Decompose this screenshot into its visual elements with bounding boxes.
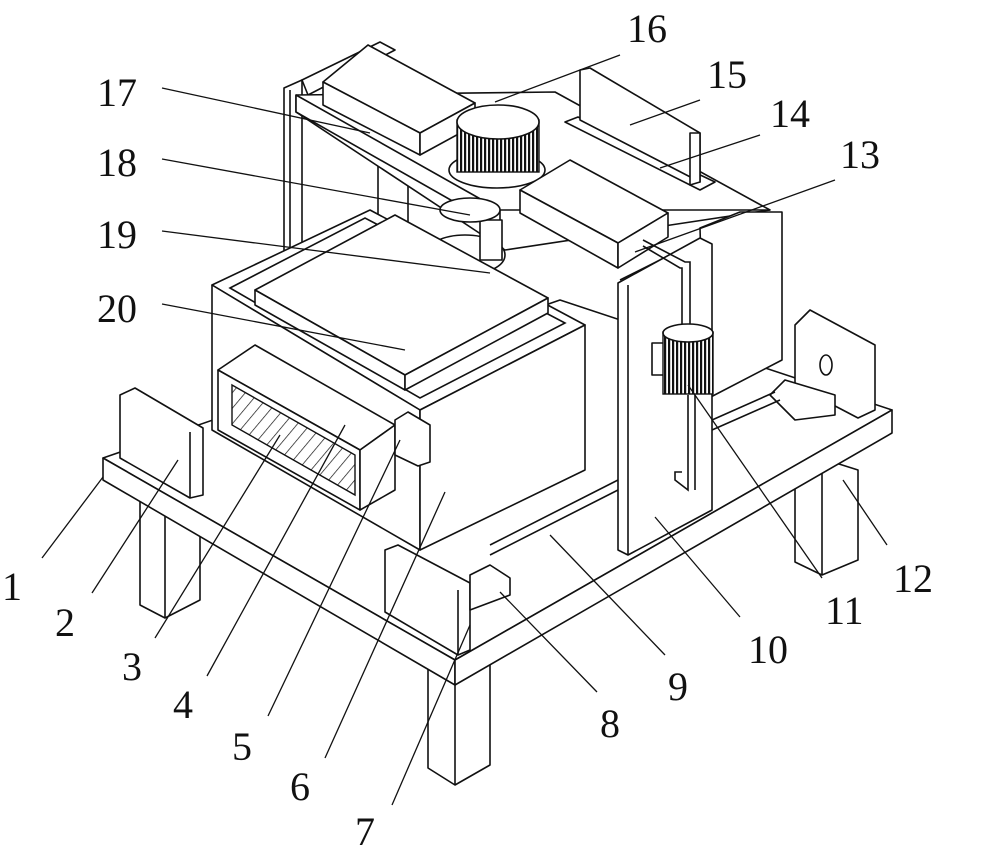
label-14: 14 [770,91,810,136]
label-3: 3 [122,644,142,689]
label-16: 16 [627,6,667,51]
label-7: 7 [355,809,375,854]
label-19: 19 [97,212,137,257]
label-10: 10 [748,627,788,672]
label-5: 5 [232,724,252,769]
label-17: 17 [97,70,137,115]
plate-20 [254,214,549,391]
label-18: 18 [97,140,137,185]
label-11: 11 [825,588,864,633]
rail-9 [489,479,619,556]
block-8 [469,564,511,611]
label-15: 15 [707,52,747,97]
small-block-5 [394,411,431,467]
clamp-block-15 [564,67,716,191]
crank-motor-11 [642,239,714,492]
label-8: 8 [600,701,620,746]
label-1: 1 [2,564,22,609]
label-6: 6 [290,764,310,809]
label-12: 12 [893,556,933,601]
label-2: 2 [55,600,75,645]
label-20: 20 [97,286,137,331]
side-box-4 [217,344,396,511]
clamp-2 [119,387,204,499]
label-13: 13 [840,132,880,177]
label-4: 4 [173,682,193,727]
clamp-7 [384,544,471,656]
upright-plate-10 [617,237,713,556]
right-clamp [711,309,876,431]
top-motor-16 [448,104,546,189]
leader-lines [41,54,888,806]
label-9: 9 [668,664,688,709]
